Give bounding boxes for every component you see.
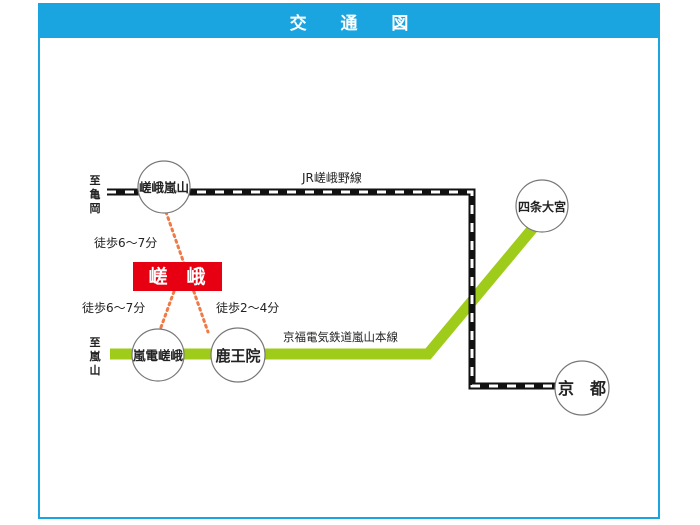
title-bar: 交 通 図 [40,5,658,38]
station-shijo-omiya: 四条大宮 [515,179,569,233]
station-label-randen-saga: 嵐電嵯峨 [132,348,184,363]
jr-line-label: JR嵯峨野線 [301,170,362,185]
direction-arashiyama: 至 嵐 山 [89,336,102,377]
station-rokuoin: 鹿王院 [210,327,266,383]
station-label-rokuoin: 鹿王院 [215,347,260,365]
destination-label: 嵯 峨 [148,265,205,288]
walking-routes [158,210,210,334]
station-saga-arashiyama: 嵯峨嵐山 [137,160,191,214]
station-kyoto: 京 都 [554,360,610,416]
direction-kameoka-char-1: 至 [90,174,101,187]
direction-kameoka: 至 亀 岡 [90,174,101,215]
direction-arashiyama-char-3: 山 [90,363,101,377]
walk-time-saga-arashiyama: 徒歩6～7分 [94,235,157,250]
direction-kameoka-char-3: 岡 [90,202,101,215]
walk-time-randen-saga: 徒歩6～7分 [82,300,145,315]
direction-kameoka-char-2: 亀 [90,187,101,201]
map-frame: 交 通 図 [38,3,660,519]
jr-line [107,188,580,390]
direction-arashiyama-char-1: 至 [90,336,101,349]
direction-arashiyama-char-2: 嵐 [89,349,102,363]
map-title: 交 通 図 [289,14,423,34]
station-label-shijo-omiya: 四条大宮 [518,199,566,214]
station-label-kyoto: 京 都 [558,379,606,398]
station-randen-saga: 嵐電嵯峨 [131,328,185,382]
keifuku-line-label: 京福電気鉄道嵐山本線 [283,330,398,344]
station-label-saga-arashiyama: 嵯峨嵐山 [139,180,189,195]
walk-time-rokuoin: 徒歩2～4分 [216,300,279,315]
destination-badge: 嵯 峨 [133,262,222,291]
